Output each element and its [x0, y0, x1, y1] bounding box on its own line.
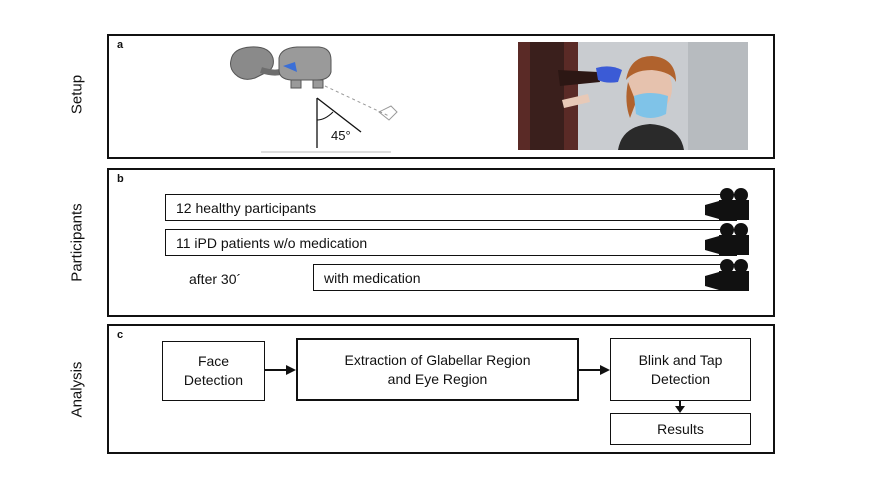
bar-ipd-no-med-label: 11 iPD patients w/o medication	[176, 234, 368, 251]
panel-letter-b: b	[117, 173, 124, 185]
angle-label: 45°	[331, 128, 351, 143]
video-camera-icon	[705, 188, 749, 220]
blink-tap-label: Blink and Tap Detection	[638, 351, 723, 387]
panel-letter-a: a	[117, 39, 124, 51]
face-detection-box: Face Detection	[162, 341, 265, 401]
after-delay-label: after 30´	[189, 271, 242, 287]
panel-letter-c: c	[117, 329, 124, 341]
extraction-box: Extraction of Glabellar Region and Eye R…	[296, 338, 579, 401]
row-label-participants: Participants	[68, 203, 86, 282]
results-box: Results	[610, 413, 751, 445]
blink-tap-detection-box: Blink and Tap Detection	[610, 338, 751, 401]
results-label: Results	[657, 420, 704, 437]
extraction-label: Extraction of Glabellar Region and Eye R…	[344, 351, 531, 387]
video-camera-icon	[705, 223, 749, 255]
panel-setup: a 45°	[107, 34, 775, 159]
panel-analysis: c Face Detection Extraction of Glabellar…	[107, 324, 775, 454]
bar-with-medication: with medication	[313, 264, 737, 291]
bar-with-med-label: with medication	[324, 269, 421, 286]
row-label-setup: Setup	[68, 74, 86, 115]
camera-rig-icon	[230, 46, 398, 153]
bar-ipd-without-medication: 11 iPD patients w/o medication	[165, 229, 737, 256]
bar-healthy-label: 12 healthy participants	[176, 199, 317, 216]
row-label-analysis: Analysis	[68, 361, 86, 418]
bar-healthy-participants: 12 healthy participants	[165, 194, 737, 221]
panel-participants: b 12 healthy participants 11 iPD patient…	[107, 168, 775, 317]
clinician-tapping-forehead-photo	[518, 42, 748, 150]
flow-arrows	[265, 365, 685, 413]
face-detection-label: Face Detection	[183, 353, 244, 388]
video-camera-icon	[705, 259, 749, 291]
